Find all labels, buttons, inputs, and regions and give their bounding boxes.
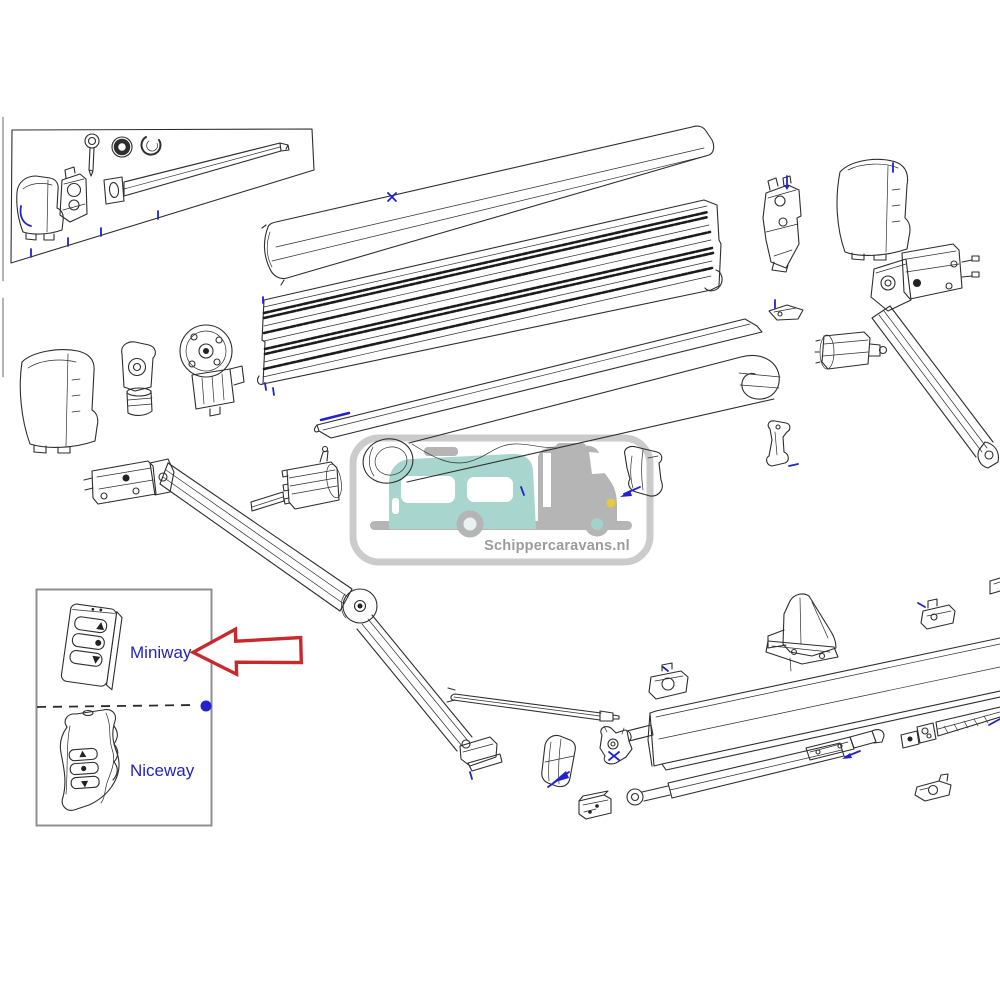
blue-streak-fabric xyxy=(319,411,351,422)
up-arrow-icon xyxy=(79,750,87,758)
blue-ticks-profile xyxy=(262,296,275,396)
van-wheel-hub xyxy=(591,518,603,530)
motor-kit-inset xyxy=(2,116,315,378)
caravan-door-slot xyxy=(392,498,399,514)
awning-fabric-sheet xyxy=(314,318,763,439)
clip-right xyxy=(768,299,804,321)
divider-dashed-line xyxy=(36,704,197,708)
wall-bracket xyxy=(765,593,839,665)
left-end-cap xyxy=(19,349,99,454)
van-headlight xyxy=(606,498,616,508)
inset-frame xyxy=(10,128,315,264)
corner-part xyxy=(989,577,1000,595)
roller-drive-adapter-left xyxy=(250,445,342,512)
cover-cap xyxy=(541,734,576,788)
telescopic-arm-b xyxy=(900,706,1000,749)
caravan-roof-vent xyxy=(424,447,458,456)
swivel-bracket xyxy=(121,341,156,416)
down-arrow-icon xyxy=(92,655,101,664)
spring-housing-right xyxy=(901,243,963,300)
half-ring-cap xyxy=(140,136,162,156)
divider-end-dot xyxy=(200,700,212,712)
blue-tick-roller xyxy=(520,486,525,496)
niceway-button-up xyxy=(68,747,98,762)
stop-dot-icon xyxy=(81,765,87,772)
motor-tube xyxy=(103,142,290,205)
arm-foot xyxy=(459,736,498,767)
right-arm xyxy=(871,305,994,458)
miniway-button-down xyxy=(69,649,103,667)
miniway-pointer-arrow-icon xyxy=(189,626,304,678)
down-arrow-icon xyxy=(81,780,89,788)
van-windshield xyxy=(589,452,607,474)
miniway-button-up xyxy=(74,616,108,634)
right-gear-bracket xyxy=(762,175,802,273)
right-spring-arm xyxy=(870,243,999,469)
pivot-bracket-small xyxy=(766,420,799,467)
caravan-wheel-hub xyxy=(463,517,477,531)
up-arrow-icon xyxy=(96,622,105,631)
miniway-label: Miniway xyxy=(130,643,192,662)
van-cab-gap xyxy=(543,453,551,507)
caravan-window-2 xyxy=(467,477,513,502)
niceway-remote xyxy=(59,709,120,811)
miniway-remote xyxy=(60,603,123,691)
blue-mark-lid xyxy=(387,192,397,202)
bearing-ring xyxy=(111,136,133,158)
niceway-button-down xyxy=(70,775,100,790)
fabric-roller-tube xyxy=(362,355,781,496)
miniway-button-stop xyxy=(71,633,105,650)
bracket-upper-right xyxy=(917,598,956,630)
right-end-cap xyxy=(836,158,911,261)
caravan-silhouette xyxy=(389,453,536,529)
remote-selector-panel: Miniway Niceway xyxy=(35,588,304,827)
watermark-text: Schippercaravans.nl xyxy=(484,538,630,554)
niceway-label: Niceway xyxy=(130,761,195,780)
end-bracket-b xyxy=(914,773,952,802)
panel-frame xyxy=(35,588,213,827)
blue-tick-foot xyxy=(469,771,473,780)
motor-gear-bracket xyxy=(59,166,88,223)
niceway-button-stop xyxy=(69,761,99,776)
elbow-joint xyxy=(342,588,378,624)
caravan-window-1 xyxy=(401,476,455,503)
left-spring-arm xyxy=(83,458,620,780)
cassette-back-profile xyxy=(257,199,723,396)
upper-arm xyxy=(159,462,353,612)
fabric-end-cover xyxy=(620,445,663,497)
roller-drive-adapter-right xyxy=(814,331,888,370)
lead-rail xyxy=(626,637,1000,771)
telescopic-arm-a xyxy=(626,729,885,806)
blue-x-mark xyxy=(608,751,620,761)
watermark-frame xyxy=(349,434,654,566)
watermark-logo: Schippercaravans.nl xyxy=(349,434,654,566)
motor-end-cap xyxy=(16,175,64,241)
claw-bracket xyxy=(599,725,633,765)
lower-arm xyxy=(356,614,473,752)
gear-motor-unit xyxy=(179,324,245,417)
block-clamp xyxy=(578,790,612,820)
blue-tick-marks xyxy=(30,210,159,258)
support-rod xyxy=(446,687,602,721)
spring-housing xyxy=(91,460,157,505)
cotter-pin xyxy=(84,133,100,177)
stop-dot-icon xyxy=(95,639,102,646)
rail-clamp-small xyxy=(648,662,689,700)
cassette-lid xyxy=(261,125,715,286)
